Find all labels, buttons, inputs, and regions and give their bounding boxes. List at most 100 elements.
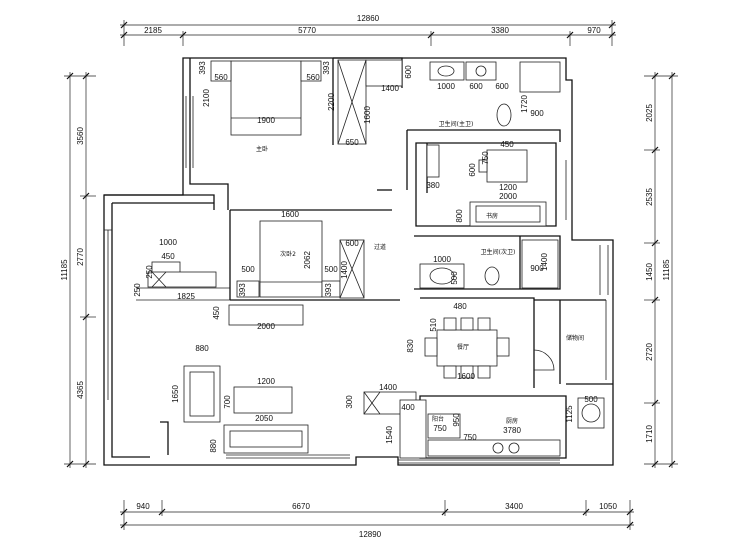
- coffee-table: [233, 386, 293, 414]
- room-label-master: 主卧: [256, 145, 268, 153]
- room-label-dining: 餐厅: [457, 343, 469, 351]
- dim-study-desk-w: 450: [500, 140, 514, 149]
- dim-balc-250a: 250: [145, 265, 154, 279]
- right-dim-4: 2720: [645, 343, 654, 361]
- dim-ns-right: 560: [306, 73, 320, 82]
- master-nightstand-right: [300, 60, 322, 82]
- master-bed: [230, 60, 302, 136]
- top-total-dim: 12860: [357, 14, 380, 23]
- dim-living-880a: 880: [195, 344, 209, 353]
- dim-ns-dl: 393: [198, 61, 207, 75]
- dim-balc-1000: 1000: [159, 238, 177, 247]
- kitchen-counter: [427, 439, 561, 457]
- room-label-study: 书房: [486, 212, 498, 220]
- dim-dining-510: 510: [429, 318, 438, 332]
- chair-8: [496, 337, 510, 357]
- master-nightstand-left: [210, 60, 232, 82]
- top-dim-2: 5770: [298, 26, 316, 35]
- guest-toilet: [484, 266, 500, 286]
- room-label-storage: 储物间: [566, 334, 584, 342]
- room-label-corridor: 过道: [374, 243, 386, 251]
- study-chair: [478, 159, 488, 173]
- dim-bath-600b: 600: [495, 82, 509, 91]
- dim-kitchen-3780: 3780: [503, 426, 521, 435]
- chair-3: [477, 317, 491, 331]
- dim-kitchen-1400: 1400: [379, 383, 397, 392]
- chair-7: [424, 337, 438, 357]
- bottom-dim-4: 1050: [599, 502, 617, 511]
- bottom-dimension-chain: 940 6670 3400 1050 12890: [120, 500, 634, 539]
- top-dim-3: 3380: [491, 26, 509, 35]
- dim-ns-dr: 393: [322, 61, 331, 75]
- dim-wardrobe-depth: 600: [404, 65, 413, 79]
- right-dim-5: 1710: [645, 425, 654, 443]
- dim-living-700: 700: [223, 395, 232, 409]
- dim-gbath-1400: 1400: [540, 253, 549, 271]
- right-dimension-chain: 2025 2535 1450 2720 1710 11185: [644, 72, 678, 468]
- study: 450 750 600 1200 2000 380 800 书房: [426, 140, 547, 227]
- sofa: [223, 424, 309, 454]
- room-label-guest-bath: 卫生间(次卫): [481, 248, 516, 256]
- bed2-desk: [228, 304, 304, 326]
- right-dim-1: 2025: [645, 104, 654, 122]
- right-dim-2: 2535: [645, 188, 654, 206]
- dim-dining-830: 830: [406, 339, 415, 353]
- dim-bed2-h: 2062: [303, 251, 312, 269]
- bed-2: [259, 220, 323, 298]
- dim-study-cab: 2000: [499, 192, 517, 201]
- dim-study-380: 380: [426, 181, 440, 190]
- top-dimension-chain: 12860 2185 5770 3380 970: [120, 14, 616, 46]
- dim-bath-basin: 1000: [437, 82, 455, 91]
- top-dim-4: 970: [587, 26, 601, 35]
- dim-wardrobe-1600: 1600: [363, 106, 372, 124]
- chair-2: [460, 317, 474, 331]
- dim-wardrobe-w: 650: [345, 138, 359, 147]
- bottom-dim-2: 6670: [292, 502, 310, 511]
- dim-study-chair: 600: [468, 163, 477, 177]
- chair-4: [443, 365, 457, 379]
- study-shelf: [426, 144, 440, 178]
- dim-balc-450: 450: [161, 252, 175, 261]
- top-dim-1: 2185: [144, 26, 162, 35]
- left-dim-3: 4365: [76, 381, 85, 399]
- dim-gbath-1000: 1000: [433, 255, 451, 264]
- bottom-total-dim: 12890: [359, 530, 382, 539]
- dim-kitchen-750b: 750: [463, 433, 477, 442]
- guest-bath: 1000 500 1400 900 卫生间(次卫): [419, 239, 559, 289]
- dim-bed-master-h: 2100: [202, 89, 211, 107]
- door-swing-storage: [533, 349, 555, 371]
- guest-shower: [521, 239, 559, 289]
- dim-bed2-450: 450: [212, 306, 221, 320]
- dim-balc-250b: 250: [133, 283, 142, 297]
- left-dim-1: 3560: [76, 127, 85, 145]
- dim-bed-master-w: 1900: [257, 116, 275, 125]
- bottom-dim-3: 3400: [505, 502, 523, 511]
- dim-gbath-900: 900: [530, 264, 544, 273]
- dim-wardrobe-h: 2200: [327, 93, 336, 111]
- toilet-master: [496, 103, 512, 127]
- left-total-dim: 11185: [60, 259, 69, 281]
- dim-bath-900: 900: [530, 109, 544, 118]
- dim-kitchen-300: 300: [345, 395, 354, 409]
- room-label-balcony: 阳台: [432, 415, 444, 423]
- bath-basin: [429, 61, 465, 81]
- dim-bed2-600: 600: [345, 239, 359, 248]
- dim-bed2-w: 1600: [281, 210, 299, 219]
- balcony-washer-counter: [147, 271, 217, 288]
- master-bedroom: 1900 2100 560 560 393 393 2200 650 1400 …: [198, 59, 413, 153]
- dim-living-2050: 2050: [255, 414, 273, 423]
- dim-kitchen-500: 500: [584, 395, 598, 404]
- left-dimension-chain: 11185 3560 2770 4365: [60, 72, 96, 468]
- right-total-dim: 11185: [662, 259, 671, 281]
- right-dim-3: 1450: [645, 263, 654, 281]
- dim-kitchen-750a: 750: [433, 424, 447, 433]
- bottom-dim-1: 940: [136, 502, 150, 511]
- dim-dining-1600: 1600: [457, 372, 475, 381]
- dim-ns-left: 560: [214, 73, 228, 82]
- second-bedroom: 1600 2062 500 500 393 393 600 1400 2000 …: [212, 210, 386, 331]
- study-desk: [486, 149, 528, 183]
- kitchen-tall-cabinet: [399, 399, 427, 459]
- room-label-kitchen: 厨房: [506, 417, 518, 425]
- small-balcony: 1000 450 250 250 1825: [133, 238, 217, 301]
